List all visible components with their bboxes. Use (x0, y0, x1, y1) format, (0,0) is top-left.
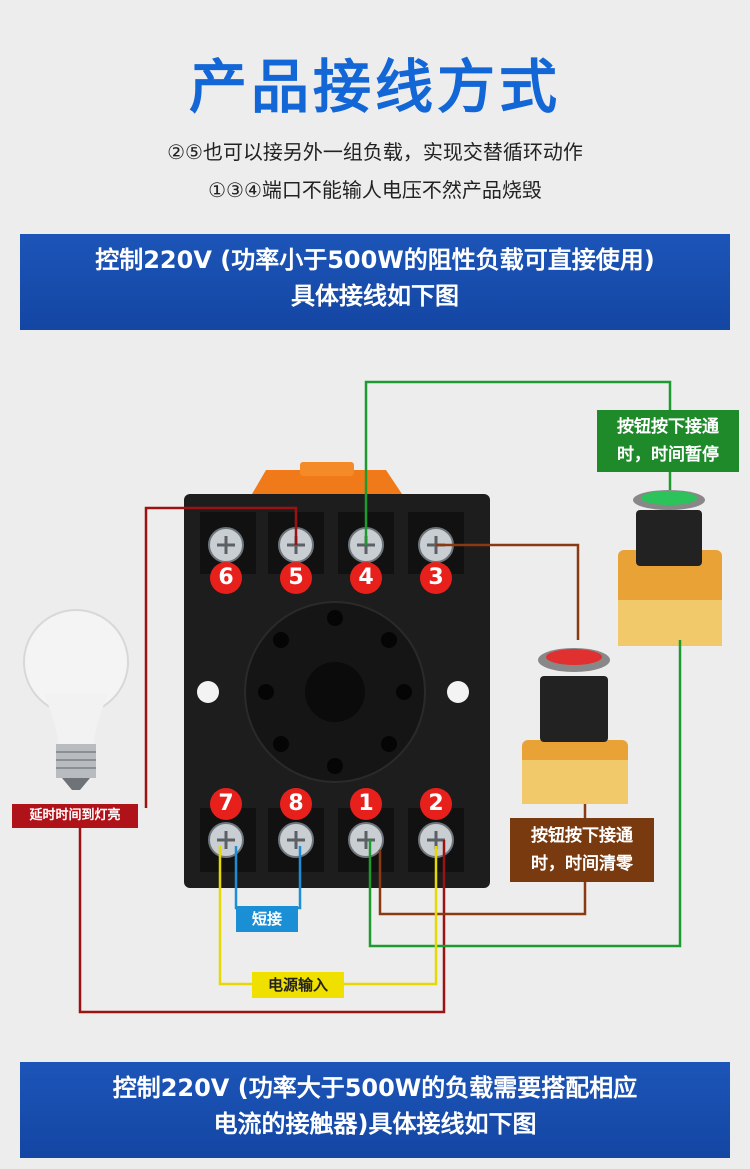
power-input-label: 电源输入 (252, 972, 344, 998)
terminal-3-badge: 3 (420, 562, 452, 594)
terminal-7-badge: 7 (210, 788, 242, 820)
note-line-2: ①③④端口不能输人电压不然产品烧毁 (208, 178, 542, 202)
terminal-5-badge: 5 (280, 562, 312, 594)
banner-bottom-line2: 电流的接触器)具体接线如下图 (213, 1110, 537, 1138)
note-line-1: ②⑤也可以接另外一组负载，实现交替循环动作 (167, 140, 583, 164)
terminal-2-badge: 2 (420, 788, 452, 820)
banner-bottom: 控制220V (功率大于500W的负载需要搭配相应 电流的接触器)具体接线如下图 (20, 1062, 730, 1158)
terminal-4-badge: 4 (350, 562, 382, 594)
reset-button-label: 按钮按下接通 时，时间清零 (510, 818, 654, 882)
terminal-6-badge: 6 (210, 562, 242, 594)
page-title: 产品接线方式 (188, 53, 561, 121)
reset-label-line2: 时，时间清零 (531, 854, 633, 874)
relay-socket-icon (184, 462, 490, 888)
lamp-label: 延时时间到灯亮 (12, 804, 138, 828)
terminal-1-badge: 1 (350, 788, 382, 820)
banner-top-line1: 控制220V (功率小于500W的阻性负载可直接使用) (95, 246, 655, 274)
green-push-button-icon (618, 490, 722, 646)
light-bulb-icon (23, 609, 129, 790)
red-push-button-icon (522, 648, 628, 804)
pause-label-line1: 按钮按下接通 (617, 417, 719, 437)
reset-label-line1: 按钮按下接通 (531, 826, 633, 846)
pause-button-label: 按钮按下接通 时，时间暂停 (597, 410, 739, 472)
banner-top: 控制220V (功率小于500W的阻性负载可直接使用) 具体接线如下图 (20, 234, 730, 330)
banner-top-line2: 具体接线如下图 (291, 282, 459, 310)
pause-label-line2: 时，时间暂停 (617, 445, 719, 465)
banner-bottom-line1: 控制220V (功率大于500W的负载需要搭配相应 (112, 1074, 638, 1102)
short-label: 短接 (236, 906, 298, 932)
terminal-8-badge: 8 (280, 788, 312, 820)
